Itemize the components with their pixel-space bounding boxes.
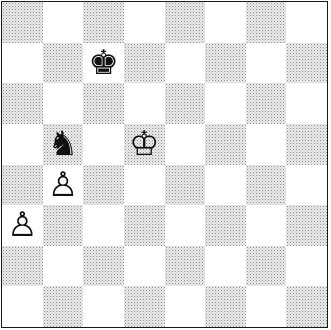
square-f6[interactable] — [205, 83, 246, 124]
square-h6[interactable] — [286, 83, 327, 124]
square-e1[interactable] — [165, 286, 206, 327]
square-a4[interactable] — [2, 165, 43, 206]
square-b1[interactable] — [43, 286, 84, 327]
square-b2[interactable] — [43, 246, 84, 287]
square-c5[interactable] — [83, 124, 124, 165]
square-d6[interactable] — [124, 83, 165, 124]
square-h5[interactable] — [286, 124, 327, 165]
square-a6[interactable] — [2, 83, 43, 124]
square-f3[interactable] — [205, 205, 246, 246]
square-f1[interactable] — [205, 286, 246, 327]
square-h8[interactable] — [286, 2, 327, 43]
square-g5[interactable] — [246, 124, 287, 165]
black-knight-icon[interactable]: ♞ — [48, 127, 78, 161]
square-b7[interactable] — [43, 43, 84, 84]
square-f7[interactable] — [205, 43, 246, 84]
square-b3[interactable] — [43, 205, 84, 246]
square-c6[interactable] — [83, 83, 124, 124]
square-f8[interactable] — [205, 2, 246, 43]
square-g8[interactable] — [246, 2, 287, 43]
square-b8[interactable] — [43, 2, 84, 43]
square-h1[interactable] — [286, 286, 327, 327]
chess-board: ♚ ♞ ♔ ♙ ♙ — [1, 1, 328, 328]
square-b4[interactable]: ♙ — [43, 165, 84, 206]
square-d3[interactable] — [124, 205, 165, 246]
square-a5[interactable] — [2, 124, 43, 165]
square-e3[interactable] — [165, 205, 206, 246]
square-a2[interactable] — [2, 246, 43, 287]
black-king-icon[interactable]: ♚ — [88, 46, 118, 80]
square-e7[interactable] — [165, 43, 206, 84]
square-h7[interactable] — [286, 43, 327, 84]
square-d5[interactable]: ♔ — [124, 124, 165, 165]
square-e4[interactable] — [165, 165, 206, 206]
square-c3[interactable] — [83, 205, 124, 246]
square-g2[interactable] — [246, 246, 287, 287]
square-f5[interactable] — [205, 124, 246, 165]
square-g7[interactable] — [246, 43, 287, 84]
square-c1[interactable] — [83, 286, 124, 327]
square-e6[interactable] — [165, 83, 206, 124]
square-f4[interactable] — [205, 165, 246, 206]
square-a1[interactable] — [2, 286, 43, 327]
square-h4[interactable] — [286, 165, 327, 206]
square-e2[interactable] — [165, 246, 206, 287]
square-b5[interactable]: ♞ — [43, 124, 84, 165]
square-a8[interactable] — [2, 2, 43, 43]
square-h3[interactable] — [286, 205, 327, 246]
square-g3[interactable] — [246, 205, 287, 246]
square-e5[interactable] — [165, 124, 206, 165]
square-g1[interactable] — [246, 286, 287, 327]
square-g6[interactable] — [246, 83, 287, 124]
square-f2[interactable] — [205, 246, 246, 287]
square-d8[interactable] — [124, 2, 165, 43]
square-d4[interactable] — [124, 165, 165, 206]
square-a7[interactable] — [2, 43, 43, 84]
square-b6[interactable] — [43, 83, 84, 124]
white-king-icon[interactable]: ♔ — [129, 127, 159, 161]
square-c8[interactable] — [83, 2, 124, 43]
square-a3[interactable]: ♙ — [2, 205, 43, 246]
square-e8[interactable] — [165, 2, 206, 43]
white-pawn-icon[interactable]: ♙ — [7, 208, 37, 242]
square-d1[interactable] — [124, 286, 165, 327]
white-pawn-icon[interactable]: ♙ — [48, 168, 78, 202]
square-c2[interactable] — [83, 246, 124, 287]
square-c4[interactable] — [83, 165, 124, 206]
square-h2[interactable] — [286, 246, 327, 287]
square-d7[interactable] — [124, 43, 165, 84]
square-c7[interactable]: ♚ — [83, 43, 124, 84]
square-g4[interactable] — [246, 165, 287, 206]
square-d2[interactable] — [124, 246, 165, 287]
